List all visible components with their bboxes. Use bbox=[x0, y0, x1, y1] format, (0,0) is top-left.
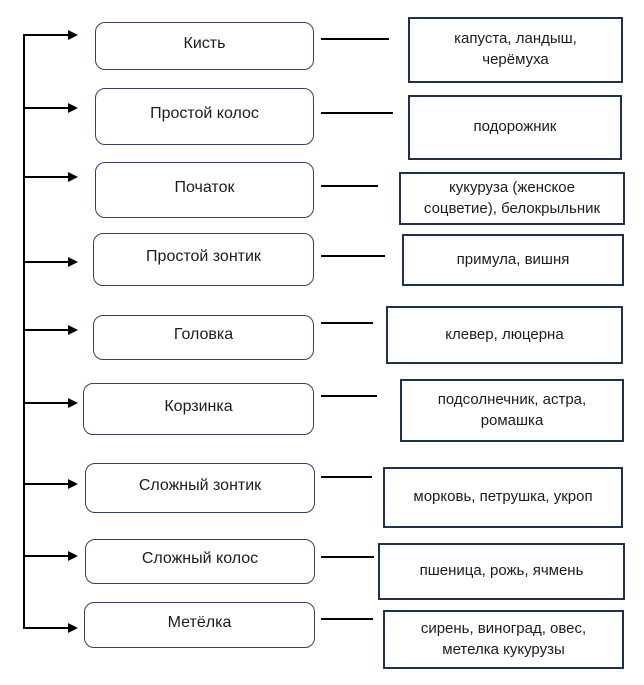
examples-text: подсолнечник, астра, ромашка bbox=[437, 390, 587, 429]
examples-box: подсолнечник, астра, ромашка bbox=[400, 379, 624, 442]
connector-line bbox=[321, 112, 393, 114]
type-box: Корзинка bbox=[83, 383, 314, 435]
examples-box: подорожник bbox=[408, 95, 622, 160]
type-label: Метёлка bbox=[167, 613, 232, 631]
examples-box: пшеница, рожь, ячмень bbox=[378, 543, 625, 600]
examples-box: кукуруза (женское соцветие), белокрыльни… bbox=[399, 172, 625, 225]
tree-spine-line bbox=[23, 34, 25, 629]
arrowhead-icon bbox=[68, 30, 78, 40]
arrow-shaft bbox=[23, 555, 69, 557]
type-label: Корзинка bbox=[164, 397, 233, 415]
type-label: Головка bbox=[173, 326, 234, 344]
arrowhead-icon bbox=[68, 325, 78, 335]
examples-text: пшеница, рожь, ячмень bbox=[419, 562, 584, 579]
examples-box: сирень, виноград, овес, метелка кукурузы bbox=[383, 610, 624, 669]
examples-text: примула, вишня bbox=[456, 250, 570, 268]
type-label: Кисть bbox=[183, 34, 226, 52]
connector-line bbox=[321, 476, 372, 478]
arrow-shaft bbox=[23, 261, 69, 263]
examples-text: морковь, петрушка, укроп bbox=[413, 488, 593, 505]
connector-line bbox=[321, 556, 374, 558]
connector-line bbox=[321, 185, 378, 187]
examples-text: сирень, виноград, овес, метелка кукурузы bbox=[420, 619, 587, 658]
type-label: Сложный колос bbox=[141, 550, 259, 568]
examples-text: кукуруза (женское соцветие), белокрыльни… bbox=[423, 178, 601, 217]
examples-box: примула, вишня bbox=[402, 234, 624, 286]
type-box: Початок bbox=[95, 162, 314, 218]
arrow-shaft bbox=[23, 34, 69, 36]
examples-box: морковь, петрушка, укроп bbox=[383, 467, 623, 528]
connector-line bbox=[321, 395, 377, 397]
type-box: Кисть bbox=[95, 22, 314, 70]
type-box: Простой зонтик bbox=[93, 233, 314, 286]
type-box: Сложный зонтик bbox=[85, 463, 315, 513]
type-box: Головка bbox=[93, 315, 314, 360]
connector-line bbox=[321, 38, 389, 40]
examples-text: капуста, ландыш, черёмуха bbox=[454, 30, 577, 68]
arrow-shaft bbox=[23, 483, 69, 485]
connector-line bbox=[321, 618, 373, 620]
type-box: Простой колос bbox=[95, 88, 314, 145]
arrowhead-icon bbox=[68, 479, 78, 489]
type-box: Метёлка bbox=[84, 602, 315, 648]
arrow-shaft bbox=[23, 329, 69, 331]
arrow-shaft bbox=[23, 402, 69, 404]
examples-box: клевер, люцерна bbox=[386, 306, 623, 364]
arrowhead-icon bbox=[68, 103, 78, 113]
arrowhead-icon bbox=[68, 398, 78, 408]
examples-text: подорожник bbox=[473, 118, 557, 135]
arrow-shaft bbox=[23, 627, 69, 629]
arrowhead-icon bbox=[68, 551, 78, 561]
arrow-shaft bbox=[23, 176, 69, 178]
arrowhead-icon bbox=[68, 623, 78, 633]
type-label: Початок bbox=[174, 178, 235, 196]
type-box: Сложный колос bbox=[85, 539, 315, 584]
type-label: Простой зонтик bbox=[146, 248, 261, 266]
examples-box: капуста, ландыш, черёмуха bbox=[408, 17, 623, 83]
examples-text: клевер, люцерна bbox=[445, 325, 564, 343]
type-label: Простой колос bbox=[150, 105, 259, 123]
arrowhead-icon bbox=[68, 172, 78, 182]
type-label: Сложный зонтик bbox=[138, 476, 262, 494]
connector-line bbox=[321, 322, 373, 324]
arrowhead-icon bbox=[68, 257, 78, 267]
arrow-shaft bbox=[23, 107, 69, 109]
connector-line bbox=[321, 255, 385, 257]
